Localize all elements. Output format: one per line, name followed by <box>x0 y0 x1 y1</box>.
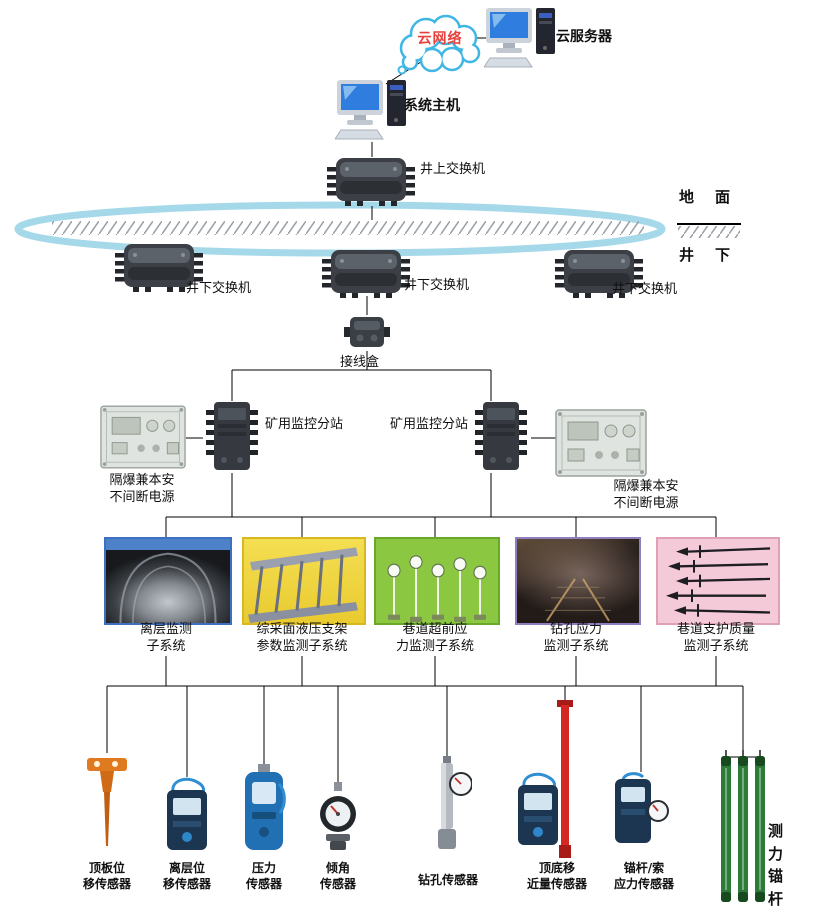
borehole-sensor-icon <box>428 756 472 856</box>
underground-switch-label: 井下交换机 <box>612 282 678 297</box>
sensor-label: 顶底移 近量传感器 <box>526 861 587 891</box>
cloud-server-icon <box>484 6 558 70</box>
subsystem-image-borehole-stress <box>515 537 641 625</box>
subsystem-image-support-quality <box>656 537 780 625</box>
surface-zone-label: 地 面 <box>679 188 734 206</box>
sensor-label: 钻孔传感器 <box>417 873 478 887</box>
underground-switch-label: 井下交换机 <box>186 281 252 296</box>
convergence-pole-icon <box>556 700 574 858</box>
system-host-label: 系统主机 <box>404 98 460 114</box>
stress-gauge-graphic <box>387 555 487 622</box>
subsystem-label: 巷道支护质量 监测子系统 <box>676 622 755 655</box>
ups-icon <box>100 405 186 469</box>
subsystem-label: 巷道超前应 力监测子系统 <box>395 622 474 655</box>
subsystem-label: 钻孔应力 监测子系统 <box>543 622 609 655</box>
tunnel-arch-graphic <box>119 552 217 626</box>
subsystem-image-hydraulic-support <box>242 537 366 625</box>
subsystem-label: 综采面液压支架 参数监测子系统 <box>256 622 348 655</box>
cloud-server-label: 云服务器 <box>556 29 612 45</box>
separation-displacement-sensor-icon <box>161 776 213 852</box>
tilt-sensor-icon <box>317 782 359 852</box>
subsystem-image-advance-stress <box>374 537 500 625</box>
cloud-network-icon <box>397 14 481 75</box>
substation-icon <box>471 400 531 473</box>
substation-label: 矿用监控分站 <box>265 417 344 432</box>
pressure-sensor-icon <box>241 764 287 856</box>
anchor-bolts-graphic <box>666 545 771 617</box>
surface-switch-label: 井上交换机 <box>420 162 486 177</box>
underground-zone-label: 井 下 <box>679 246 734 264</box>
cloud-network-label: 云网络 <box>417 31 463 47</box>
underground-switch-label: 井下交换机 <box>404 278 470 293</box>
substation-label: 矿用监控分站 <box>390 417 469 432</box>
ups-icon <box>555 409 647 477</box>
anchor-stress-sensor-icon <box>613 771 669 845</box>
junction-box-label: 接线盒 <box>340 355 380 370</box>
underground-switch-icon <box>322 246 410 298</box>
force-anchor-rods-icon <box>719 750 767 905</box>
sensor-label: 锚杆/索 应力传感器 <box>613 861 674 891</box>
substation-icon <box>202 400 262 473</box>
roof-displacement-sensor-icon <box>85 752 130 848</box>
sensor-label: 压力 传感器 <box>245 861 282 891</box>
ups-label: 隔爆兼本安 不间断电源 <box>613 479 679 512</box>
system-host-icon <box>335 78 409 142</box>
sensor-label: 测力锚杆 <box>768 822 784 908</box>
surface-switch-icon <box>327 154 415 206</box>
hydraulic-support-graphic <box>248 547 358 623</box>
sensor-label: 顶板位 移传感器 <box>82 861 131 891</box>
ups-label: 隔爆兼本安 不间断电源 <box>109 473 175 506</box>
sensor-label: 倾角 传感器 <box>319 861 356 891</box>
mine-rails-graphic <box>545 578 611 622</box>
subsystem-label: 离层监测 子系统 <box>139 622 192 655</box>
sensor-label: 离层位 移传感器 <box>162 861 211 891</box>
junction-box-icon <box>344 313 390 351</box>
subsystem-image-roof-separation <box>104 537 232 626</box>
